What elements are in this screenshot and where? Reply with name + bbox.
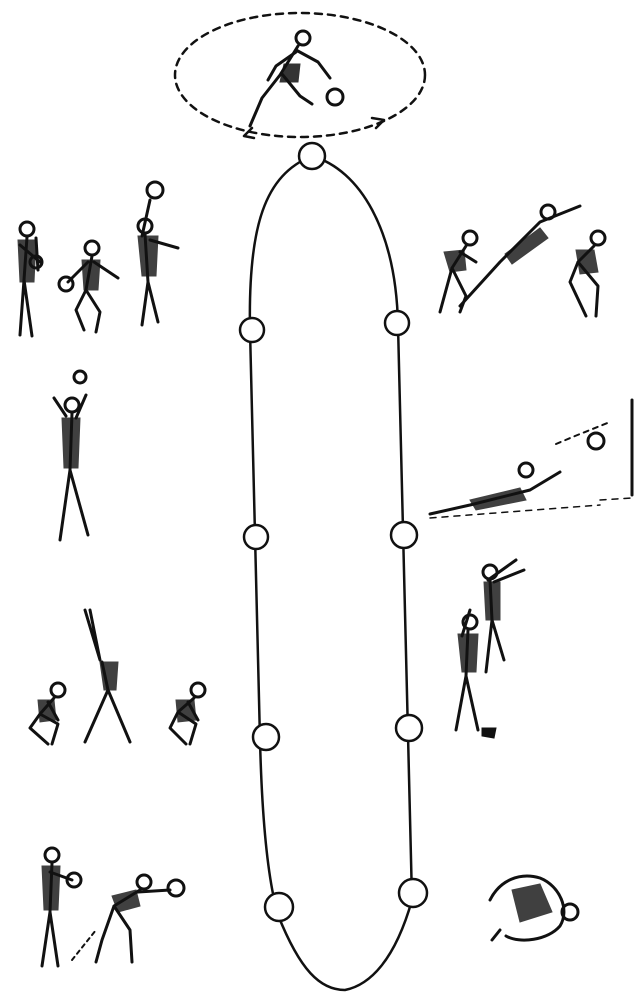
station-marker [265, 893, 293, 921]
station-marker [299, 143, 325, 169]
drill-illustration-station-8 [440, 205, 605, 316]
drill-illustration-station-1 [18, 182, 178, 336]
drill-illustration-station-4 [42, 848, 184, 966]
drill-illustration-station-5 [490, 876, 578, 940]
drill-illustration-station-2 [54, 371, 88, 540]
drill-illustration-station-6 [456, 560, 524, 738]
station-marker [399, 879, 427, 907]
station-marker [396, 715, 422, 741]
top-station-drill [175, 13, 425, 138]
ball-icon [327, 89, 343, 105]
station-marker [244, 525, 268, 549]
drill-illustration-station-7 [430, 400, 632, 518]
drill-illustration-station-3 [30, 610, 205, 744]
station-marker [240, 318, 264, 342]
station-marker [253, 724, 279, 750]
player-dribbling-figure [250, 31, 330, 126]
circuit-track [250, 156, 412, 990]
station-marker [391, 522, 417, 548]
station-marker [385, 311, 409, 335]
